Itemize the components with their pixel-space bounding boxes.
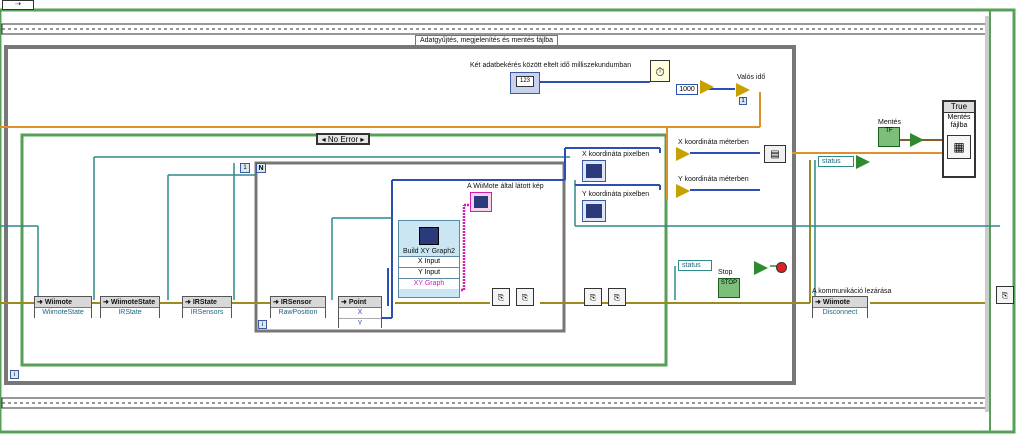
arrow-icon: ➜ bbox=[341, 299, 347, 306]
disconnect-node-output: Disconnect bbox=[813, 308, 867, 318]
graph-seen-label: A WiiMote által látott kép bbox=[467, 183, 544, 190]
merge-errors-icon-2: ⎘ bbox=[516, 288, 534, 306]
status-unbundle-2: status bbox=[678, 260, 712, 271]
time-between-label: Két adatbekérés között eltelt idő millis… bbox=[470, 62, 632, 69]
status-not-icon-1 bbox=[856, 155, 870, 169]
divide-icon bbox=[700, 80, 714, 94]
ms-constant[interactable]: 1000 bbox=[676, 84, 698, 95]
status-unbundle-1: status bbox=[818, 156, 854, 167]
sequence-arrow-icon: ⇢ bbox=[2, 0, 34, 10]
x-pixels-label: X koordináta pixelben bbox=[582, 151, 650, 158]
arrow-icon: ➜ bbox=[185, 299, 191, 306]
wiimote-node-output: WiimoteState bbox=[35, 308, 91, 318]
case-next-icon[interactable]: ▸ bbox=[360, 135, 365, 144]
true-case-selector[interactable]: True bbox=[944, 102, 974, 113]
real-time-indicator: 1 bbox=[739, 97, 747, 105]
time-between-terminal[interactable]: 123 bbox=[510, 72, 540, 94]
or-icon bbox=[754, 261, 768, 275]
clock-icon: ⏱ bbox=[650, 60, 670, 82]
arrow-icon: ➜ bbox=[815, 299, 821, 306]
close-comm-label: A kommunikáció lezárása bbox=[812, 288, 892, 295]
point-node-y: Y bbox=[339, 318, 381, 329]
point-node[interactable]: ➜ Point X Y bbox=[338, 296, 382, 329]
arrow-icon: ➜ bbox=[273, 299, 279, 306]
y-input-port[interactable]: Y Input bbox=[399, 267, 459, 278]
build-xy-graph-title: Build XY Graph2 bbox=[402, 248, 455, 255]
case-selector[interactable]: ◂ No Error ▸ bbox=[316, 133, 370, 145]
ir-sensor-node-output: RawPosition bbox=[271, 308, 325, 318]
disconnect-node[interactable]: ➜ Wiimote Disconnect bbox=[812, 296, 868, 318]
while-index-terminal: i bbox=[10, 370, 19, 379]
merge-errors-icon-3: ⎘ bbox=[584, 288, 602, 306]
x-meters-multiply-icon bbox=[676, 147, 690, 161]
merge-errors-icon-5: ⎘ bbox=[996, 286, 1014, 304]
point-node-x: X bbox=[339, 308, 381, 318]
save-label: Mentés bbox=[878, 119, 901, 126]
stop-indicator-icon bbox=[776, 262, 787, 273]
for-count-terminal: N bbox=[256, 163, 266, 173]
xy-graph-port[interactable]: XY Graph bbox=[399, 278, 459, 289]
x-pixels-graph[interactable] bbox=[582, 160, 606, 182]
y-pixels-label: Y koordináta pixelben bbox=[582, 191, 650, 198]
case-selector-value: No Error bbox=[327, 135, 359, 144]
tick-count-icon: 123 bbox=[516, 76, 534, 87]
for-count-constant[interactable]: 1 bbox=[240, 163, 250, 173]
outer-frame-label: Adatgyűjtés, megjelenítés és mentés fájl… bbox=[415, 35, 559, 46]
real-time-divide-icon bbox=[736, 83, 750, 97]
build-array-icon: ▤ bbox=[764, 145, 786, 163]
save-and-icon bbox=[910, 133, 924, 147]
y-meters-multiply-icon bbox=[676, 184, 690, 198]
xy-graph-icon bbox=[419, 227, 439, 245]
wiimote-state-node[interactable]: ➜ WiimoteState IRState bbox=[100, 296, 160, 318]
wiimote-node[interactable]: ➜ Wiimote WiimoteState bbox=[34, 296, 92, 318]
arrow-icon: ➜ bbox=[37, 299, 43, 306]
merge-errors-icon-4: ⎘ bbox=[608, 288, 626, 306]
disconnect-node-header: ➜ Wiimote bbox=[813, 297, 867, 308]
case-prev-icon[interactable]: ◂ bbox=[321, 135, 326, 144]
save-button[interactable]: TF bbox=[878, 127, 900, 147]
wiimote-state-node-output: IRState bbox=[101, 308, 159, 318]
y-pixels-graph[interactable] bbox=[582, 200, 606, 222]
save-to-file-label: Mentés fájlba bbox=[947, 114, 971, 129]
merge-errors-icon-1: ⎘ bbox=[492, 288, 510, 306]
real-time-label: Valós idő bbox=[737, 74, 766, 81]
wiimote-graph-indicator[interactable] bbox=[470, 192, 492, 212]
ir-state-node[interactable]: ➜ IRState IRSensors bbox=[182, 296, 232, 318]
stop-button[interactable]: STOP bbox=[718, 278, 740, 298]
build-xy-graph-node[interactable]: Build XY Graph2 X Input Y Input XY Graph bbox=[398, 220, 460, 298]
x-input-port[interactable]: X Input bbox=[399, 256, 459, 267]
arrow-icon: ➜ bbox=[103, 299, 109, 306]
ir-sensor-node[interactable]: ➜ IRSensor RawPosition bbox=[270, 296, 326, 318]
y-meters-label: Y koordináta méterben bbox=[678, 176, 749, 183]
write-file-icon: ▦ bbox=[947, 135, 971, 159]
for-index-terminal: i bbox=[258, 320, 267, 329]
stop-label: Stop bbox=[718, 269, 733, 276]
ir-state-node-output: IRSensors bbox=[183, 308, 231, 318]
x-meters-label: X koordináta méterben bbox=[678, 139, 749, 146]
true-case-structure[interactable]: True Mentés fájlba ▦ bbox=[942, 100, 976, 178]
